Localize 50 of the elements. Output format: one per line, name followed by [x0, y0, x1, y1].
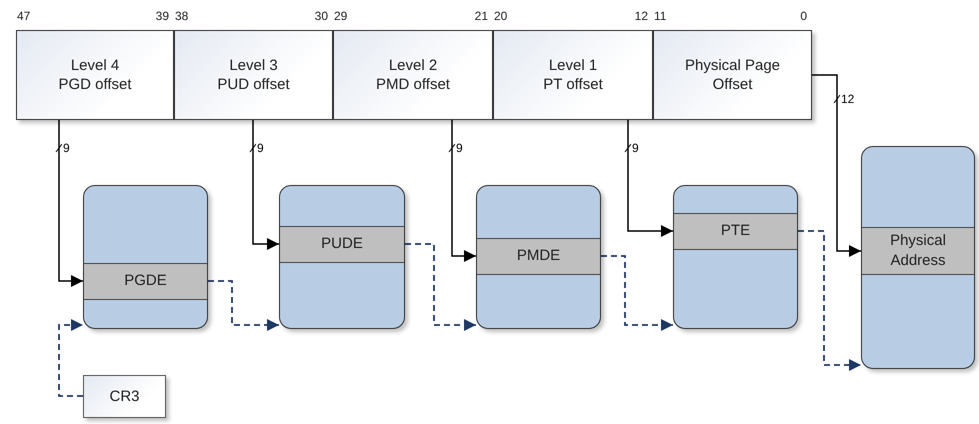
register-box: [83, 375, 166, 418]
bit-number: 20: [494, 9, 508, 25]
bit-number: 30: [314, 9, 328, 25]
pointer-arrow: [58, 319, 83, 397]
index-arrow: [58, 120, 83, 287]
edge-label: 9: [631, 142, 640, 156]
node-label: Level 3: [229, 56, 278, 75]
bit-number: 47: [17, 9, 30, 25]
pointer-arrow: [798, 230, 861, 371]
table-entry: [862, 226, 974, 274]
bit-number: 29: [334, 9, 348, 25]
pointer-arrow: [405, 243, 476, 331]
bit-number: 21: [474, 9, 488, 25]
node-label: PTE: [720, 221, 750, 241]
node-label: PGDE: [124, 271, 167, 291]
table-entry: [280, 226, 404, 262]
table-entry: [674, 212, 797, 250]
edge-label: 9: [256, 142, 265, 156]
table-entry: [84, 262, 207, 300]
node-label: CR3: [109, 386, 140, 406]
bit-number: 11: [654, 9, 666, 25]
page-table: [673, 185, 798, 329]
node-label: PT offset: [543, 75, 603, 94]
node-label: PMDE: [516, 246, 560, 266]
node-label: Physical Address: [889, 231, 947, 270]
table-entry: [477, 238, 600, 274]
index-arrow: [627, 120, 673, 237]
node-label: PUDE: [321, 234, 363, 254]
node-label: PMD offset: [376, 75, 450, 94]
edge-label: 9: [62, 142, 71, 156]
node-label: Level 1: [548, 56, 598, 75]
bit-number: 0: [800, 9, 807, 25]
node-label: Level 2: [388, 56, 438, 75]
pointer-arrow: [601, 255, 673, 331]
bit-number: 39: [156, 9, 169, 25]
page-table: [861, 146, 975, 369]
bit-number: 38: [175, 9, 188, 25]
pointer-arrow: [208, 280, 279, 331]
index-arrow: [252, 120, 279, 250]
index-arrow: [812, 74, 861, 257]
edge-label: 9: [455, 142, 464, 156]
node-label: Physical Page Offset: [684, 56, 782, 94]
page-table: [476, 185, 601, 329]
page-table: [83, 185, 208, 329]
node-label: Level 4: [70, 56, 120, 75]
node-label: PGD offset: [58, 75, 132, 94]
node-label: PUD offset: [217, 75, 290, 94]
bit-number: 12: [634, 9, 648, 25]
page-table: [279, 185, 405, 329]
index-arrow: [451, 120, 476, 262]
